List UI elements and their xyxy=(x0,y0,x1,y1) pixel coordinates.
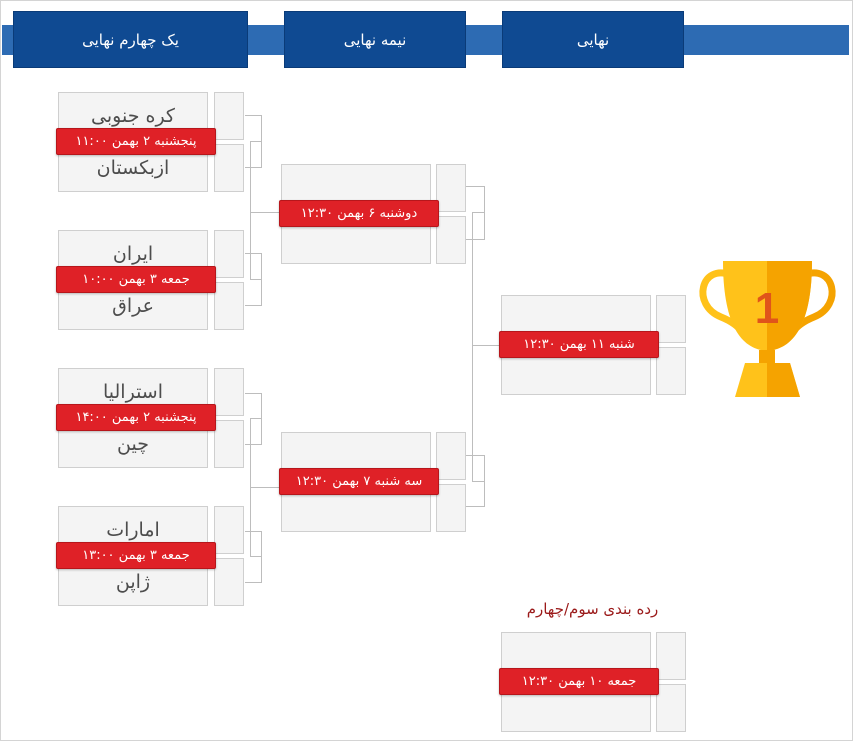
connector-line xyxy=(245,253,261,254)
connector-line xyxy=(250,141,262,142)
connector-line xyxy=(466,239,484,240)
qf1-schedule-badge: پنجشنبه ۲ بهمن ۱۱:۰۰ xyxy=(56,128,216,155)
connector-line xyxy=(261,531,262,583)
connector-line xyxy=(250,279,262,280)
connector-line xyxy=(250,556,262,557)
sf1-team2-score xyxy=(436,216,466,264)
sf1-schedule-badge: دوشنبه ۶ بهمن ۱۲:۳۰ xyxy=(279,200,439,227)
trophy-number: 1 xyxy=(755,284,779,333)
qf2-schedule-badge: جمعه ۳ بهمن ۱۰:۰۰ xyxy=(56,266,216,293)
header-semi-final: نیمه نهایی xyxy=(284,11,466,68)
connector-line xyxy=(472,212,485,213)
final-team1-score xyxy=(656,295,686,343)
connector-line xyxy=(245,393,261,394)
connector-line xyxy=(466,186,484,187)
qf3-schedule-badge: پنجشنبه ۲ بهمن ۱۴:۰۰ xyxy=(56,404,216,431)
connector-line xyxy=(250,212,281,213)
connector-line xyxy=(245,444,261,445)
qf2-team1-score xyxy=(214,230,244,278)
trophy-icon: 1 xyxy=(699,261,836,397)
connector-line xyxy=(466,506,484,507)
qf4-schedule-badge: جمعه ۳ بهمن ۱۳:۰۰ xyxy=(56,542,216,569)
connector-line xyxy=(245,531,261,532)
connector-line xyxy=(466,455,484,456)
qf3-team2-score xyxy=(214,420,244,468)
connector-line xyxy=(250,487,281,488)
connector-line xyxy=(250,141,251,280)
qf1-team1-score xyxy=(214,92,244,140)
connector-line xyxy=(245,305,261,306)
connector-line xyxy=(472,345,502,346)
connector-line xyxy=(472,212,473,482)
header-quarter-final: یک چهارم نهایی xyxy=(13,11,248,68)
connector-line xyxy=(261,393,262,445)
third-schedule-badge: جمعه ۱۰ بهمن ۱۲:۳۰ xyxy=(499,668,659,695)
sf2-schedule-badge: سه شنبه ۷ بهمن ۱۲:۳۰ xyxy=(279,468,439,495)
connector-line xyxy=(245,167,261,168)
connector-line xyxy=(245,115,261,116)
final-schedule-badge: شنبه ۱۱ بهمن ۱۲:۳۰ xyxy=(499,331,659,358)
header-final: نهایی xyxy=(502,11,684,68)
connector-line xyxy=(245,582,261,583)
sf1-team1-score xyxy=(436,164,466,212)
third-team1-score xyxy=(656,632,686,680)
sf2-team1-score xyxy=(436,432,466,480)
qf4-team1-score xyxy=(214,506,244,554)
qf2-team2-score xyxy=(214,282,244,330)
connector-line xyxy=(250,418,262,419)
sf2-team2-score xyxy=(436,484,466,532)
connector-line xyxy=(484,186,485,240)
final-team2-score xyxy=(656,347,686,395)
qf1-team2-score xyxy=(214,144,244,192)
qf3-team1-score xyxy=(214,368,244,416)
qf4-team2-score xyxy=(214,558,244,606)
third-place-title: رده بندی سوم/چهارم xyxy=(526,600,659,618)
connector-line xyxy=(472,481,485,482)
third-team2-score xyxy=(656,684,686,732)
